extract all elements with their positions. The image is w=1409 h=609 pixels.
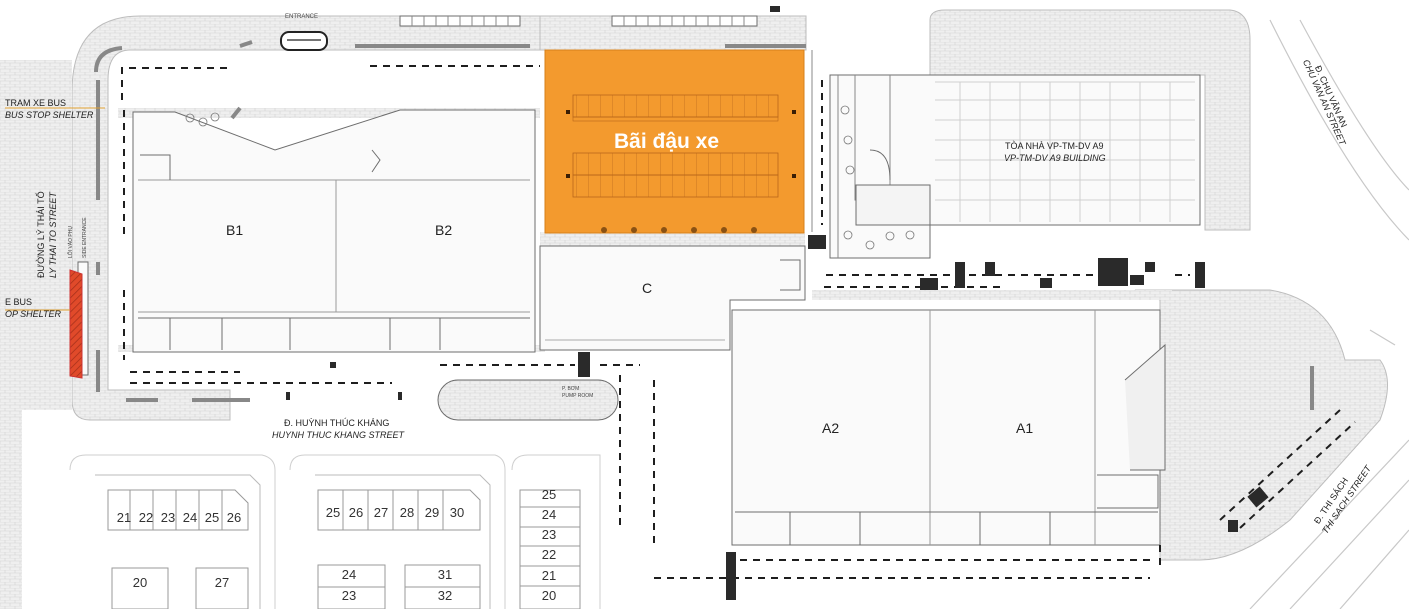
lot-number: 30	[449, 505, 465, 520]
lot-number: 25	[325, 505, 341, 520]
trees	[185, 105, 915, 250]
ly-thai-to-en: LY THAI TO STREET	[48, 192, 58, 278]
hall-a2-label: A2	[822, 420, 840, 436]
paved-a9-band	[812, 290, 1172, 300]
pump-room	[437, 379, 619, 421]
a-block-outline	[731, 309, 1161, 546]
lot-number: 25	[541, 487, 557, 502]
huynh-thuc-khang-vi: Đ. HUỲNH THÚC KHÁNG	[284, 418, 390, 428]
a9-building-en: VP-TM-DV A9 BUILDING	[1004, 153, 1106, 163]
a9-building-vi: TÒA NHÀ VP-TM-DV A9	[1005, 141, 1104, 151]
lot-number: 26	[226, 510, 242, 525]
side-entrance-vi: LỐI VÀO PHỤ	[68, 226, 74, 258]
c-area-outline	[539, 245, 806, 351]
paved-left-walk	[0, 60, 22, 609]
parking-label: Bãi đậu xe	[614, 130, 720, 153]
parking-area	[544, 49, 805, 234]
huynh-thuc-khang-en: HUYNH THUC KHANG STREET	[272, 430, 405, 440]
lot-number: 29	[424, 505, 440, 520]
hall-a1-label: A1	[1016, 420, 1034, 436]
lot-number: 26	[348, 505, 364, 520]
ly-thai-to-vi: ĐƯỜNG LÝ THÁI TỔ	[36, 191, 46, 278]
paved-c-band	[540, 232, 805, 246]
lot-number: 21	[116, 510, 132, 525]
hall-b1-label: B1	[226, 222, 244, 238]
bus-stop-left-en: OP SHELTER	[5, 309, 62, 319]
lot-number: 20	[132, 575, 148, 590]
lot-number: 28	[399, 505, 415, 520]
paved-boundary-west	[71, 15, 541, 421]
bus-stop-left-vi: E BUS	[5, 297, 33, 307]
paved-boundary-east	[1134, 289, 1388, 561]
lot-number: 21	[541, 568, 557, 583]
parking-lot	[544, 49, 805, 234]
entrance-booth	[280, 31, 328, 51]
side-entrance-en: SIDE ENTRANCE	[82, 217, 88, 258]
lot-number: 27	[214, 575, 230, 590]
bus-shelter-marking	[69, 269, 83, 379]
east-streets	[1249, 19, 1409, 609]
walkways	[286, 6, 1269, 600]
lot-number: 23	[160, 510, 176, 525]
buildings	[77, 15, 1201, 546]
b-block-outline	[132, 109, 536, 353]
lot-number: 31	[437, 567, 453, 582]
lot-number: 24	[541, 507, 557, 522]
pump-room-vi: P. BƠM	[562, 386, 580, 392]
lot-number: 27	[373, 505, 389, 520]
hall-b2-label: B2	[435, 222, 453, 238]
lot-number: 23	[341, 588, 357, 603]
residential-lots	[107, 489, 581, 609]
pump-room-en: PUMP ROOM	[562, 393, 594, 399]
lot-number: 25	[204, 510, 220, 525]
hall-c-label: C	[642, 280, 653, 296]
lot-number: 20	[541, 588, 557, 603]
bus-stop-top-vi: TRAM XE BUS	[5, 98, 67, 108]
lot-number: 22	[541, 547, 557, 562]
lot-number: 32	[437, 588, 453, 603]
lot-number: 24	[341, 567, 357, 582]
entrance-label: ENTRANCE	[285, 14, 319, 20]
lot-number: 24	[182, 510, 198, 525]
bus-stop-top-en: BUS STOP SHELTER	[5, 110, 94, 120]
a9-building-outline	[829, 74, 1201, 259]
paved-boundary-a9	[929, 9, 1251, 231]
south-streets	[69, 454, 601, 609]
lot-number: 23	[541, 527, 557, 542]
lot-number: 22	[138, 510, 154, 525]
